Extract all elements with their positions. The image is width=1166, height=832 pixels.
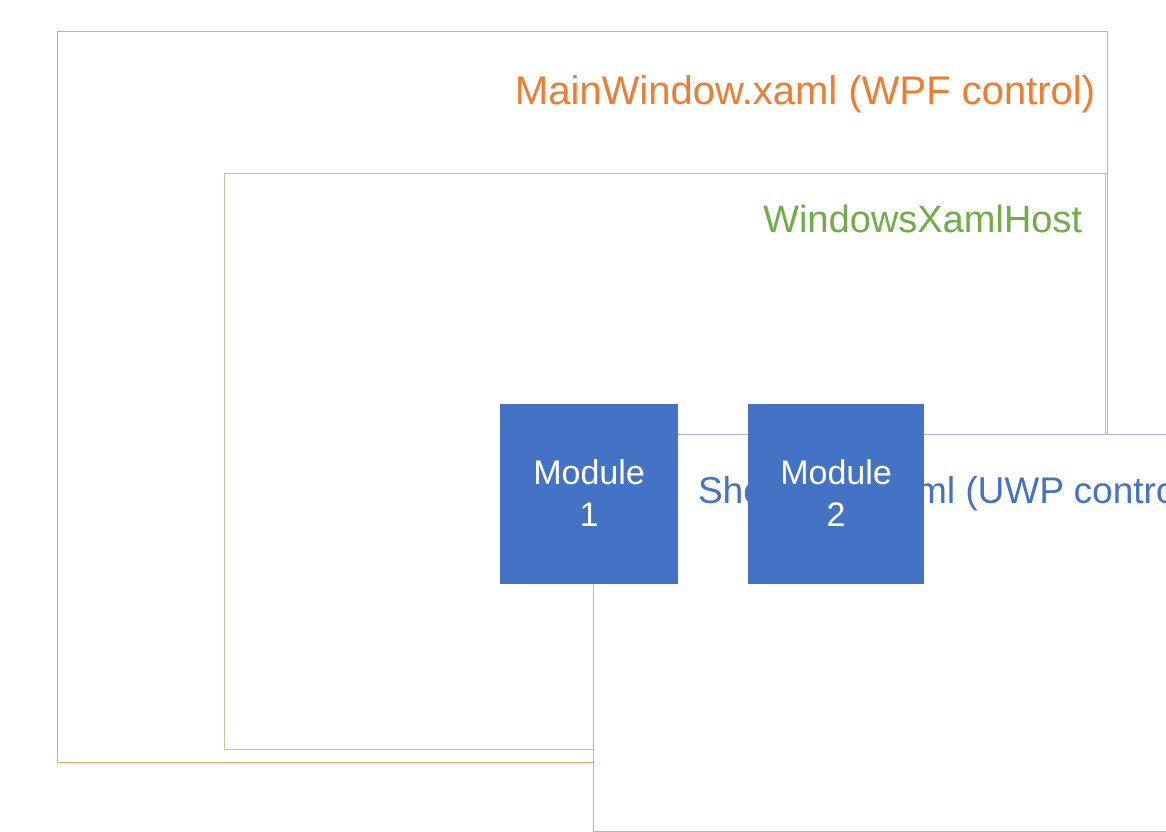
- module-1-name: Module: [533, 453, 645, 492]
- module-2-name: Module: [780, 453, 892, 492]
- layer-label-mainwindow: MainWindow.xaml (WPF control): [514, 69, 1095, 113]
- module-box-2: Module 2: [748, 404, 924, 584]
- diagram-canvas: MainWindow.xaml (WPF control) WindowsXam…: [57, 31, 1166, 832]
- module-1-number: 1: [579, 496, 599, 534]
- module-2-number: 2: [826, 496, 846, 534]
- module-box-1: Module 1: [500, 404, 678, 584]
- layer-label-windowsxamlhost: WindowsXamlHost: [763, 199, 1082, 241]
- layer-mainwindow-wpf: MainWindow.xaml (WPF control) WindowsXam…: [57, 31, 1166, 832]
